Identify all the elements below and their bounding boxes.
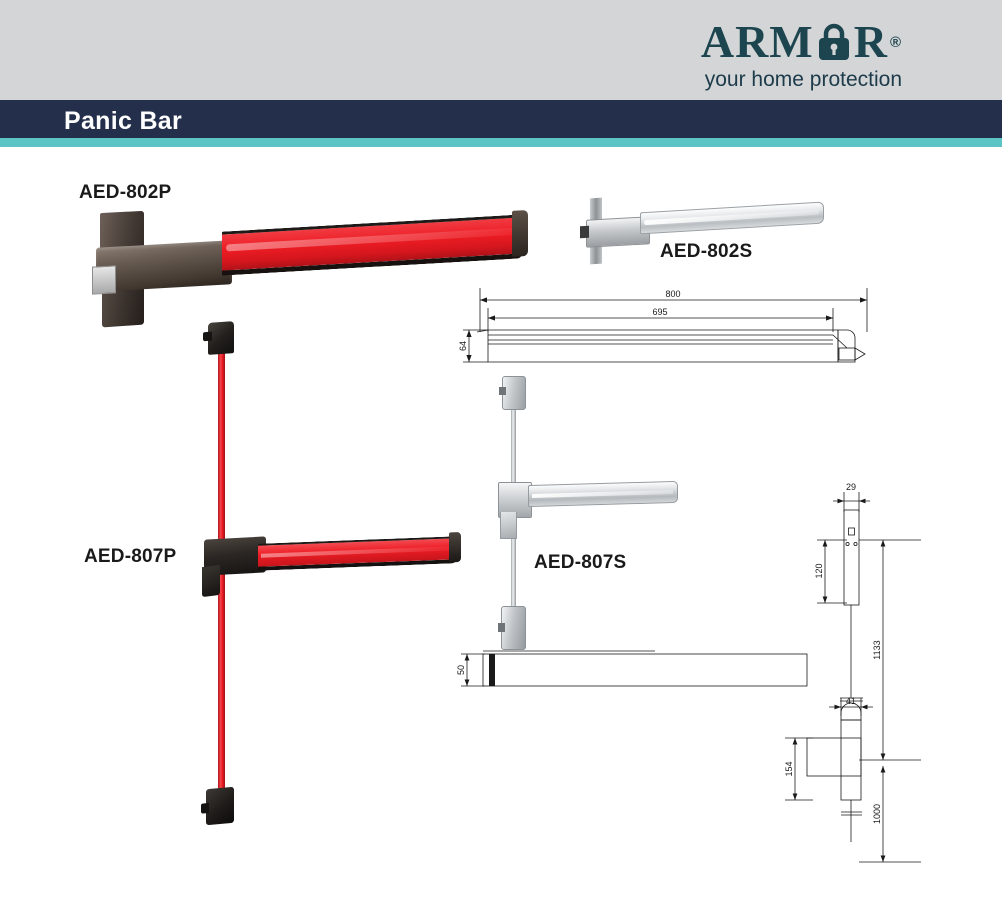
product-label-aed-807p: AED-807P <box>84 546 177 567</box>
dim-label-800: 800 <box>665 289 680 299</box>
dim-label-50: 50 <box>456 665 466 675</box>
dim-label-41: 41 <box>846 696 856 706</box>
dim-label-64: 64 <box>458 341 468 351</box>
dim-label-1133: 1133 <box>872 640 882 659</box>
housing-tab <box>500 512 517 539</box>
push-bar-body <box>640 201 824 235</box>
push-bar <box>640 198 824 237</box>
dim-label-120: 120 <box>814 563 824 578</box>
logo-tagline: your home protection <box>704 68 902 91</box>
push-bar-body <box>222 214 522 276</box>
page-title: Panic Bar <box>64 107 183 135</box>
technical-drawing-vertical-rod: 29 120 1133 41 154 50 1000 <box>456 482 921 863</box>
logo-wordmark: ARM R ® <box>701 18 902 66</box>
dim-label-1000: 1000 <box>872 804 882 824</box>
logo-text-r: R <box>853 16 888 67</box>
top-latch <box>499 376 526 410</box>
padlock-icon <box>815 22 853 62</box>
bottom-latch <box>498 606 526 650</box>
logo-text-arm: ARM <box>700 16 814 67</box>
accent-stripe <box>0 138 1002 147</box>
push-bar <box>222 208 528 276</box>
latch-bolt <box>580 225 589 239</box>
bottom-latch <box>206 786 234 826</box>
product-photo-aed-802s <box>578 196 828 272</box>
product-label-aed-802s: AED-802S <box>660 241 753 262</box>
product-label-aed-807s: AED-807S <box>534 552 627 573</box>
push-bar <box>258 531 461 573</box>
product-photo-aed-807s <box>486 374 686 654</box>
push-bar-highlight <box>261 546 450 558</box>
housing-tab <box>202 564 220 598</box>
product-label-aed-802p: AED-802P <box>79 182 172 203</box>
dim-label-29: 29 <box>846 482 856 492</box>
registered-trademark-mark: ® <box>889 33 902 51</box>
dim-label-695: 695 <box>652 307 667 317</box>
page-title-band: Panic Bar <box>0 100 1002 138</box>
top-latch <box>208 321 234 355</box>
brand-header-band: ARM R ® your home protection <box>0 0 1002 100</box>
push-bar-highlight <box>644 209 819 226</box>
lock-housing <box>96 240 232 292</box>
product-photo-aed-807p <box>196 316 466 826</box>
push-bar-body <box>258 536 456 571</box>
dim-label-154: 154 <box>784 761 794 776</box>
latch-bolt <box>92 265 116 295</box>
technical-drawing-rim-bar: 800 695 64 <box>458 288 868 363</box>
push-bar-end-cap <box>512 210 528 257</box>
armor-logo: ARM R ® your home protection <box>701 18 902 92</box>
push-bar-highlight <box>226 227 514 252</box>
